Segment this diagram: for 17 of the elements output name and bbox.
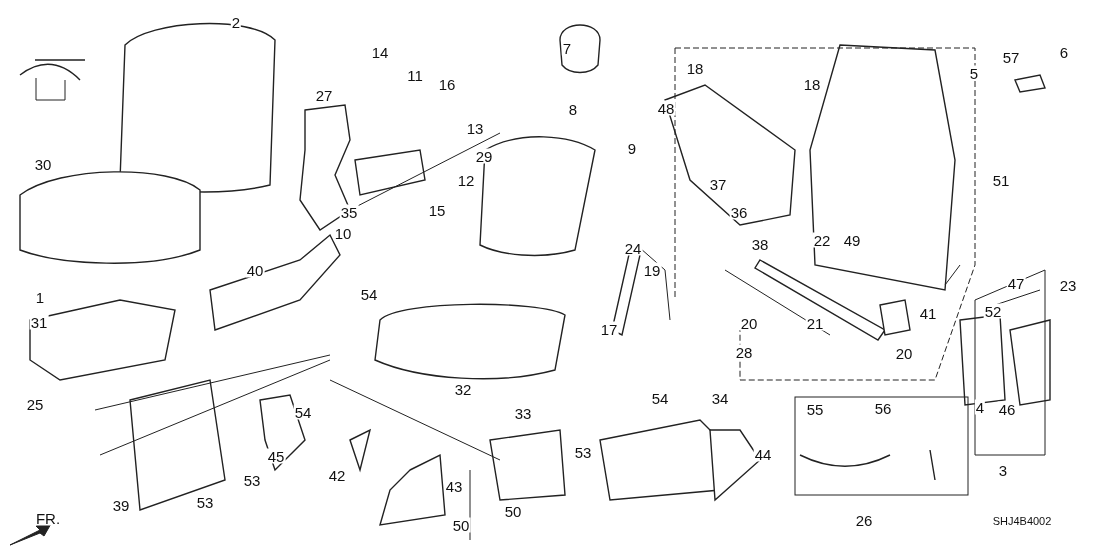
callout-number: 4 <box>974 399 986 415</box>
callout-number: 22 <box>812 232 832 248</box>
callout-number: 17 <box>599 321 619 337</box>
callout-number: 48 <box>656 100 676 116</box>
callout-number: 35 <box>339 204 359 220</box>
callout-number: 44 <box>753 446 773 462</box>
callout-number: 50 <box>451 517 471 533</box>
drawing-code: SHJ4B4002 <box>991 515 1053 527</box>
callout-number: 45 <box>266 448 286 464</box>
callout-number: 52 <box>983 303 1003 319</box>
callout-number: 19 <box>642 262 662 278</box>
callout-number: 28 <box>734 344 754 360</box>
callout-number: 29 <box>474 148 494 164</box>
callout-number: 31 <box>29 314 49 330</box>
callout-number: 54 <box>293 404 313 420</box>
callout-number: 47 <box>1006 275 1026 291</box>
callout-number: 5 <box>968 65 980 81</box>
